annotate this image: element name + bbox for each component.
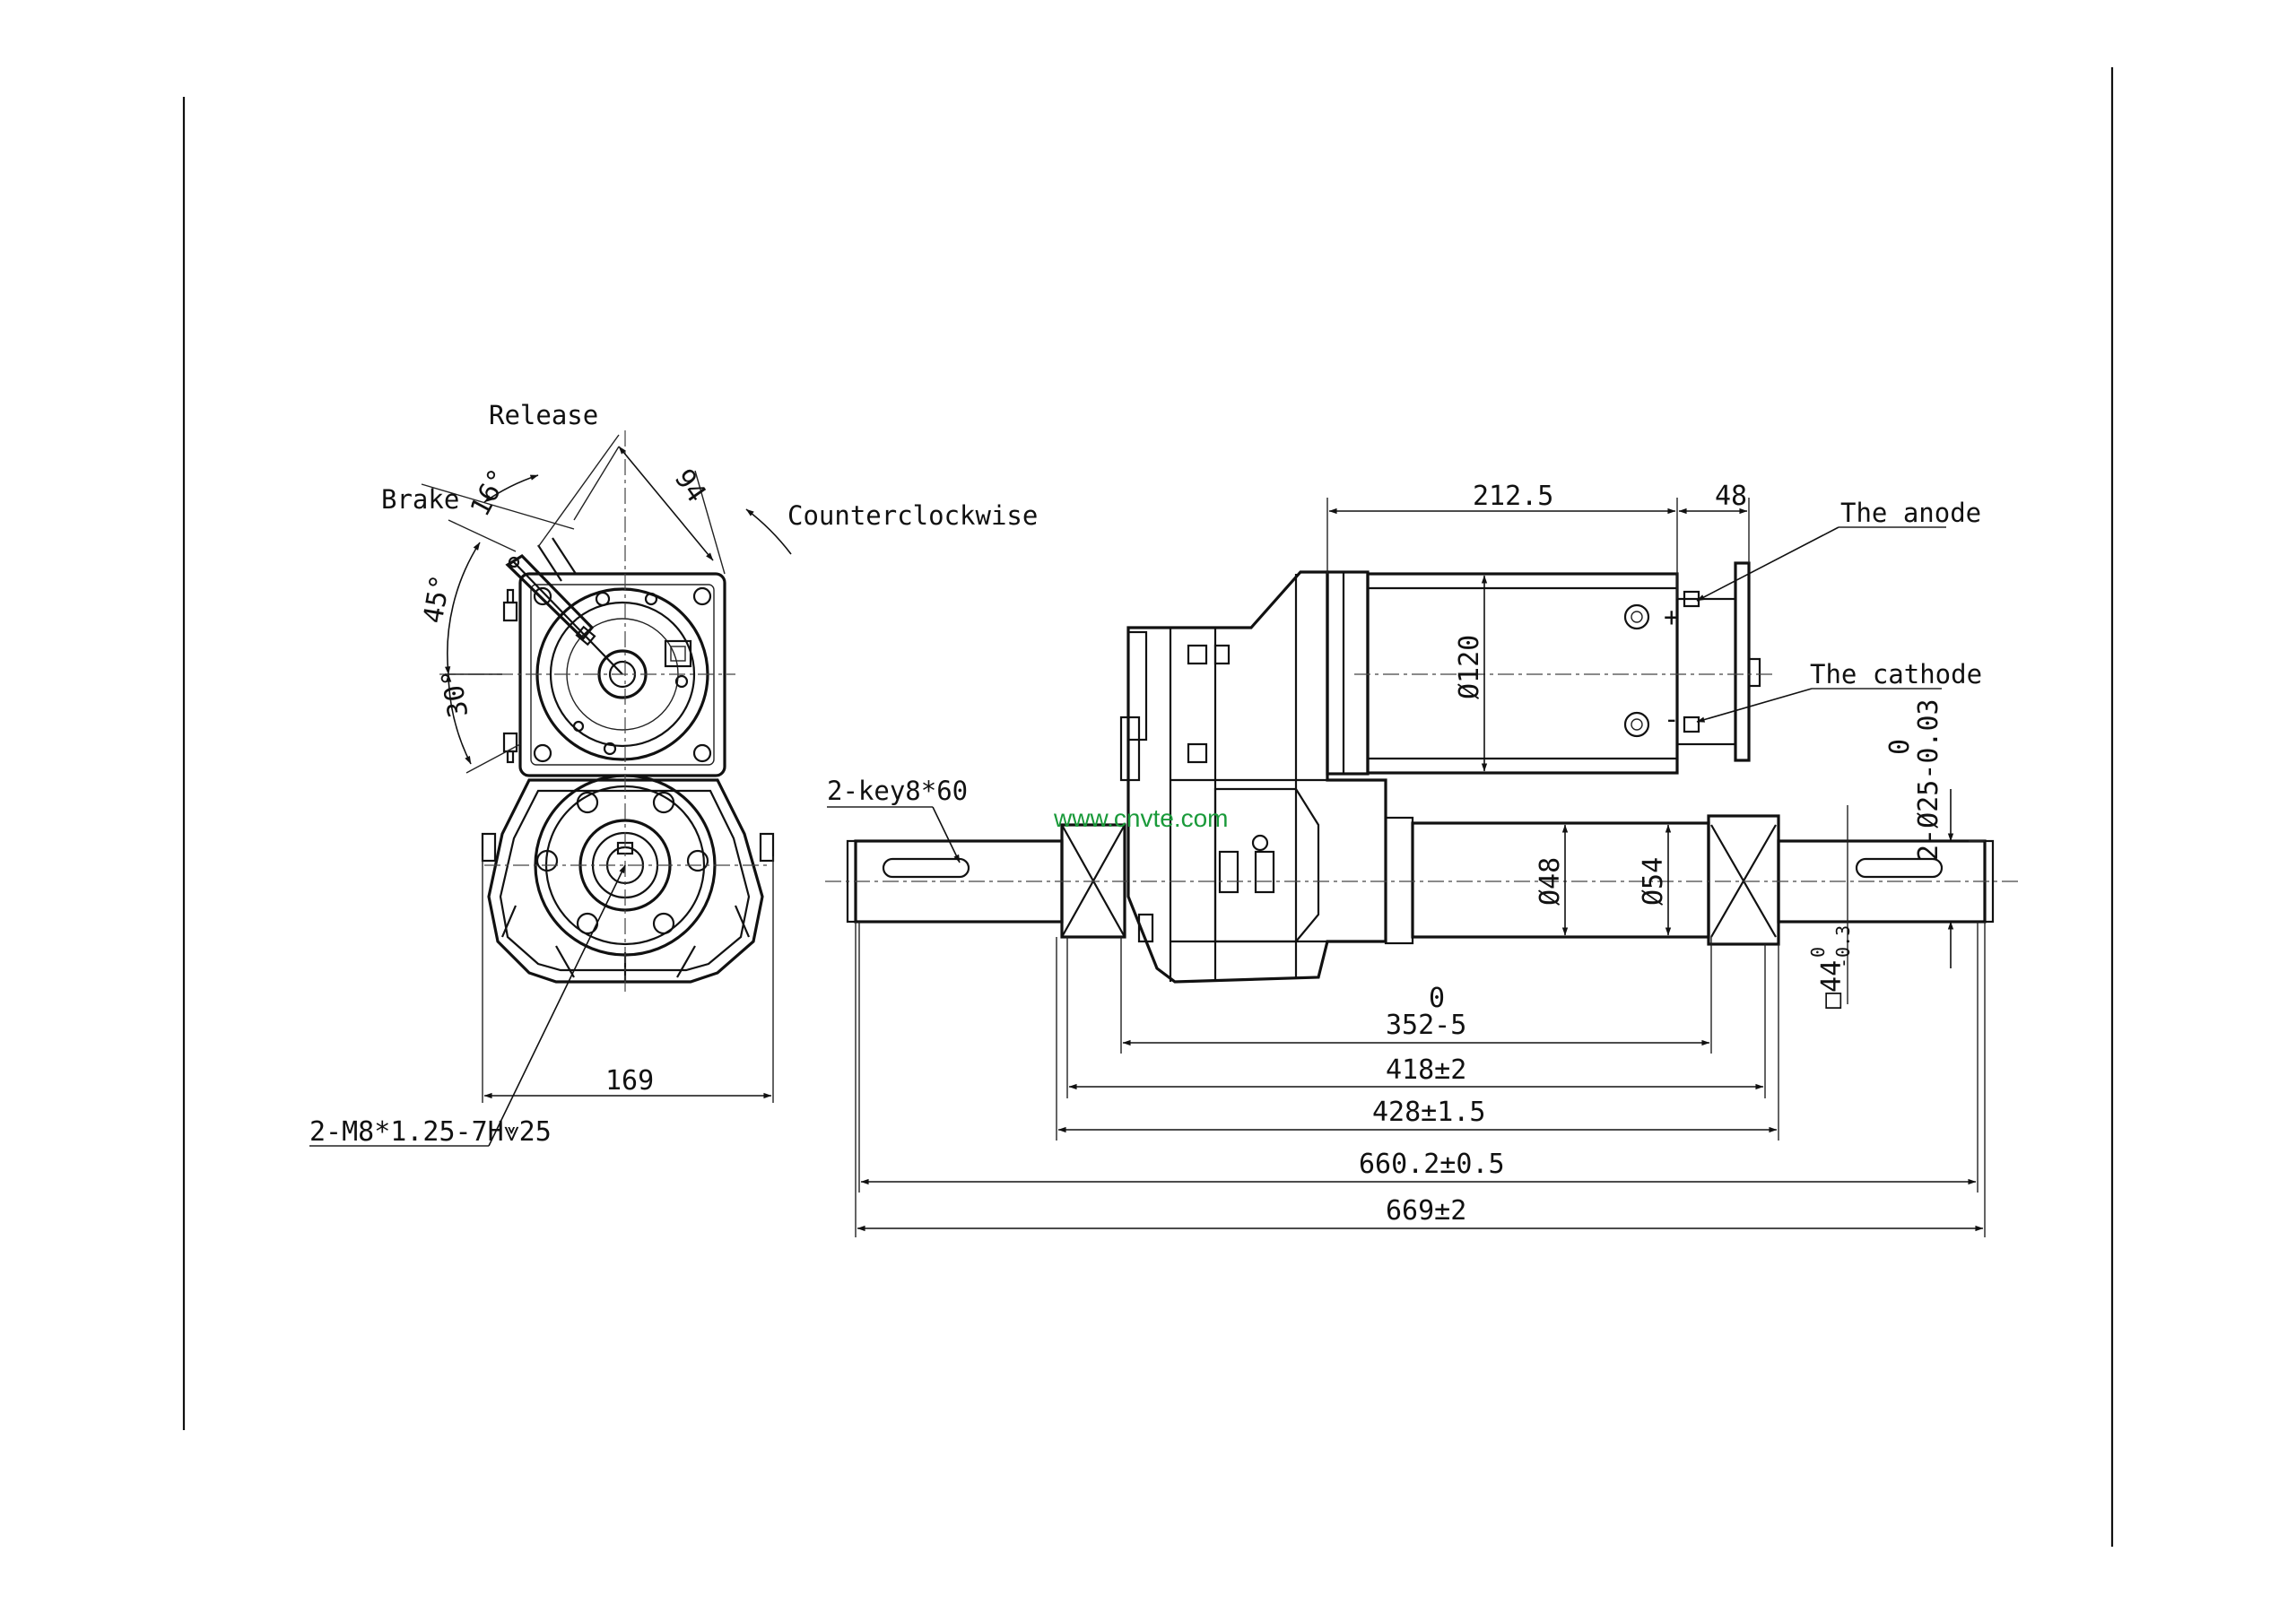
label-counterclockwise: Counterclockwise [787,500,1038,531]
label-anode: The anode [1840,498,1981,528]
gearbox-body [1119,570,1387,984]
label-release: Release [489,400,598,430]
square-44-upper: 0 [1807,947,1829,958]
plus-sign: + [1664,602,1679,632]
square-44-lower: -0.3 [1832,925,1854,968]
shaft-dia-upper: 0 [1884,739,1916,755]
gearbox-housing [481,774,775,984]
label-brake: Brake [381,484,459,515]
key-leader [827,806,961,863]
dim-94-line [537,434,726,575]
horizontal-dimensions [855,922,1986,1237]
dim-169-line [482,856,774,1103]
dim-48-top: 48 [1715,481,1747,512]
output-shaft [825,814,2018,946]
shaft-dia-lines [1847,789,1985,1004]
brake-lever [505,537,623,675]
front-view: 212.5 48 The anode The cathode + - Ø120 … [825,481,2018,1237]
dim-352-upper: 0 [1429,983,1445,1014]
square-44: □44 [1816,960,1848,1009]
shaft-dia: 2-Ø25-0.03 [1913,698,1944,861]
side-view: Release Brake Counterclockwise 16° 45° 3… [309,400,1038,1148]
dim-352: 352-5 [1386,1010,1466,1041]
dim-418: 418±2 [1386,1054,1466,1086]
minus-sign: - [1664,704,1679,734]
dim-169: 169 [605,1065,654,1097]
dia-120: Ø120 [1454,635,1485,699]
dim-669: 669±2 [1386,1195,1466,1227]
callout-thread: 2-M8*1.25-7H⩔25 [309,1116,552,1148]
callout-key: 2-key8*60 [827,776,968,806]
terminal-leaders [1696,526,1946,723]
thread-leader [309,864,626,1147]
page-border [182,67,2114,1547]
label-cathode: The cathode [1810,659,1982,690]
watermark: www.cnvte.com [1053,804,1229,832]
brake-bolts [502,588,518,764]
dia-48: Ø48 [1535,857,1566,906]
dim-660: 660.2±0.5 [1359,1149,1505,1180]
motor-body [1326,561,1776,776]
dim-212-5: 212.5 [1473,481,1553,512]
angle-arcs [421,474,792,774]
dia-54: Ø54 [1638,857,1669,906]
dim-212-5-line [1326,498,1750,599]
dim-94: 94 [668,464,712,508]
angle-16: 16° [465,464,515,521]
dim-428: 428±1.5 [1372,1097,1485,1128]
